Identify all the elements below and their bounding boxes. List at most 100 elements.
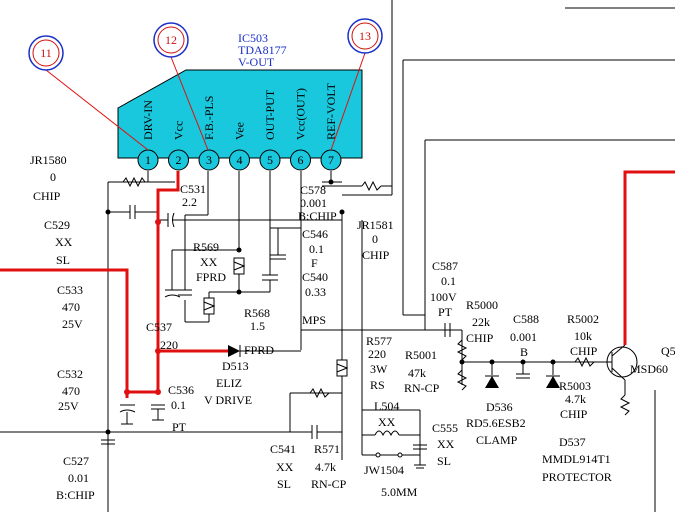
pin-7-name: REF-VOLT: [324, 82, 338, 140]
c578-value: 0.001: [300, 196, 327, 210]
r5003-value: 4.7k: [565, 392, 586, 406]
pin-6-number: 6: [298, 153, 304, 167]
c588-value: 0.001: [510, 330, 537, 344]
pin-1-number: 1: [145, 153, 151, 167]
pin-2-name: Vcc: [172, 121, 186, 140]
callout-11-leader: [45, 69, 149, 151]
r5002-ref: R5002: [567, 312, 599, 326]
c555-type: SL: [437, 454, 451, 468]
c540-value: 0.33: [305, 285, 326, 299]
d536-desc: CLAMP: [476, 433, 518, 447]
jw1504-ref: JW1504: [364, 463, 404, 477]
c588-type: B: [520, 345, 528, 359]
pin-1-name: DRV-IN: [141, 100, 155, 140]
jr1581-type: CHIP: [362, 248, 390, 262]
r569-ref: R569: [193, 240, 219, 254]
r5001-value: 47k: [408, 366, 426, 380]
callout-13-number: 13: [359, 29, 371, 43]
r5000-type: CHIP: [466, 331, 494, 345]
pin-4-number: 4: [237, 153, 243, 167]
r571-type: RN-CP: [311, 477, 347, 491]
c546-type: F: [311, 256, 318, 270]
d537-part: MMDL914T1: [542, 452, 611, 466]
c536-type: PT: [172, 420, 187, 434]
c527-ref: C527: [63, 454, 89, 468]
callout-13-ring: [347, 18, 383, 54]
r5003-type: CHIP: [560, 407, 588, 421]
c541-ref: C541: [270, 442, 296, 456]
r571-value: 4.7k: [315, 460, 336, 474]
q5-ref: Q5: [661, 344, 675, 358]
jr1581-value: 0: [372, 232, 378, 246]
ic-part: TDA8177: [238, 43, 287, 57]
jr1580-type: CHIP: [33, 189, 61, 203]
r5001-ref: R5001: [405, 348, 437, 362]
callout-11-inner-ring: [32, 39, 60, 67]
c578-type: B:CHIP: [298, 209, 337, 223]
c587-value: 0.1: [441, 274, 456, 288]
pin-6-circle: [290, 149, 311, 171]
pin-7-number: 7: [328, 153, 334, 167]
r577-ref: R577: [366, 334, 392, 348]
callout-markers: 11 12 13: [28, 18, 383, 151]
ic-ref: IC503: [238, 31, 268, 45]
c531-value: 2.2: [182, 195, 197, 209]
d537-desc: PROTECTOR: [542, 470, 612, 484]
r5002-type: CHIP: [570, 344, 598, 358]
jr1581-ref: JR1581: [357, 218, 394, 232]
d536-ref: D536: [486, 400, 513, 414]
pin-4-circle: [229, 149, 250, 171]
c533-ref: C533: [57, 283, 83, 297]
pin-6-name: Vcc(OUT): [294, 88, 308, 140]
c527-value: 0.01: [68, 471, 89, 485]
r5000-ref: R5000: [466, 298, 498, 312]
c536-value: 0.1: [171, 398, 186, 412]
wires: [0, 171, 638, 512]
pin-5-number: 5: [267, 153, 273, 167]
c531-ref: C531: [180, 182, 206, 196]
c555-value: XX: [437, 437, 455, 451]
c537-value: 220: [160, 338, 178, 352]
component-labels: JR1580 0 CHIP C531 2.2 C578 0.001 B:CHIP…: [30, 153, 675, 502]
c529-type: SL: [56, 253, 70, 267]
c533-value: 470: [62, 300, 80, 314]
c540-ref: C540: [302, 270, 328, 284]
l504-value: XX: [378, 415, 396, 429]
d513-name: ELIZ: [216, 376, 242, 390]
c587-ref: C587: [432, 259, 458, 273]
callout-12-number: 12: [165, 33, 177, 47]
callout-12-leader: [170, 56, 209, 151]
r5000-value: 22k: [472, 315, 490, 329]
c537-ref: C537: [146, 320, 172, 334]
callout-13-inner-ring: [351, 22, 379, 50]
d513-desc: V DRIVE: [204, 393, 252, 407]
d513-ref: D513: [222, 359, 249, 373]
callout-13-leader: [330, 52, 366, 151]
c578-ref: C578: [300, 183, 326, 197]
d537-ref: D537: [559, 435, 586, 449]
pin-3-name: F.B.-PLS: [202, 96, 216, 140]
c588-ref: C588: [513, 312, 539, 326]
highlighted-traces: [0, 170, 675, 398]
c546-value: 0.1: [309, 242, 324, 256]
pin-3-circle: [198, 149, 220, 171]
mps-label: MPS: [302, 313, 326, 327]
c587-type: PT: [438, 305, 453, 319]
frame-lines: [342, 0, 675, 512]
c529-ref: C529: [44, 218, 70, 232]
c533-type: 25V: [62, 317, 83, 331]
pin-5-name: OUT-PUT: [263, 89, 277, 140]
callout-11-number: 11: [40, 46, 52, 60]
d536-part: RD5.6ESB2: [466, 416, 526, 430]
pin-4-name: Vee: [233, 122, 247, 140]
r568-ref: R568: [244, 306, 270, 320]
c532-ref: C532: [57, 367, 83, 381]
c532-value: 470: [62, 384, 80, 398]
ic-labels: IC503 TDA8177 V-OUT: [238, 31, 287, 69]
c555-ref: C555: [432, 421, 458, 435]
c541-type: SL: [277, 477, 291, 491]
c532-type: 25V: [58, 399, 79, 413]
callout-12-ring: [153, 22, 189, 58]
ic-tda8177: [117, 69, 363, 159]
c536-ref: C536: [168, 383, 194, 397]
